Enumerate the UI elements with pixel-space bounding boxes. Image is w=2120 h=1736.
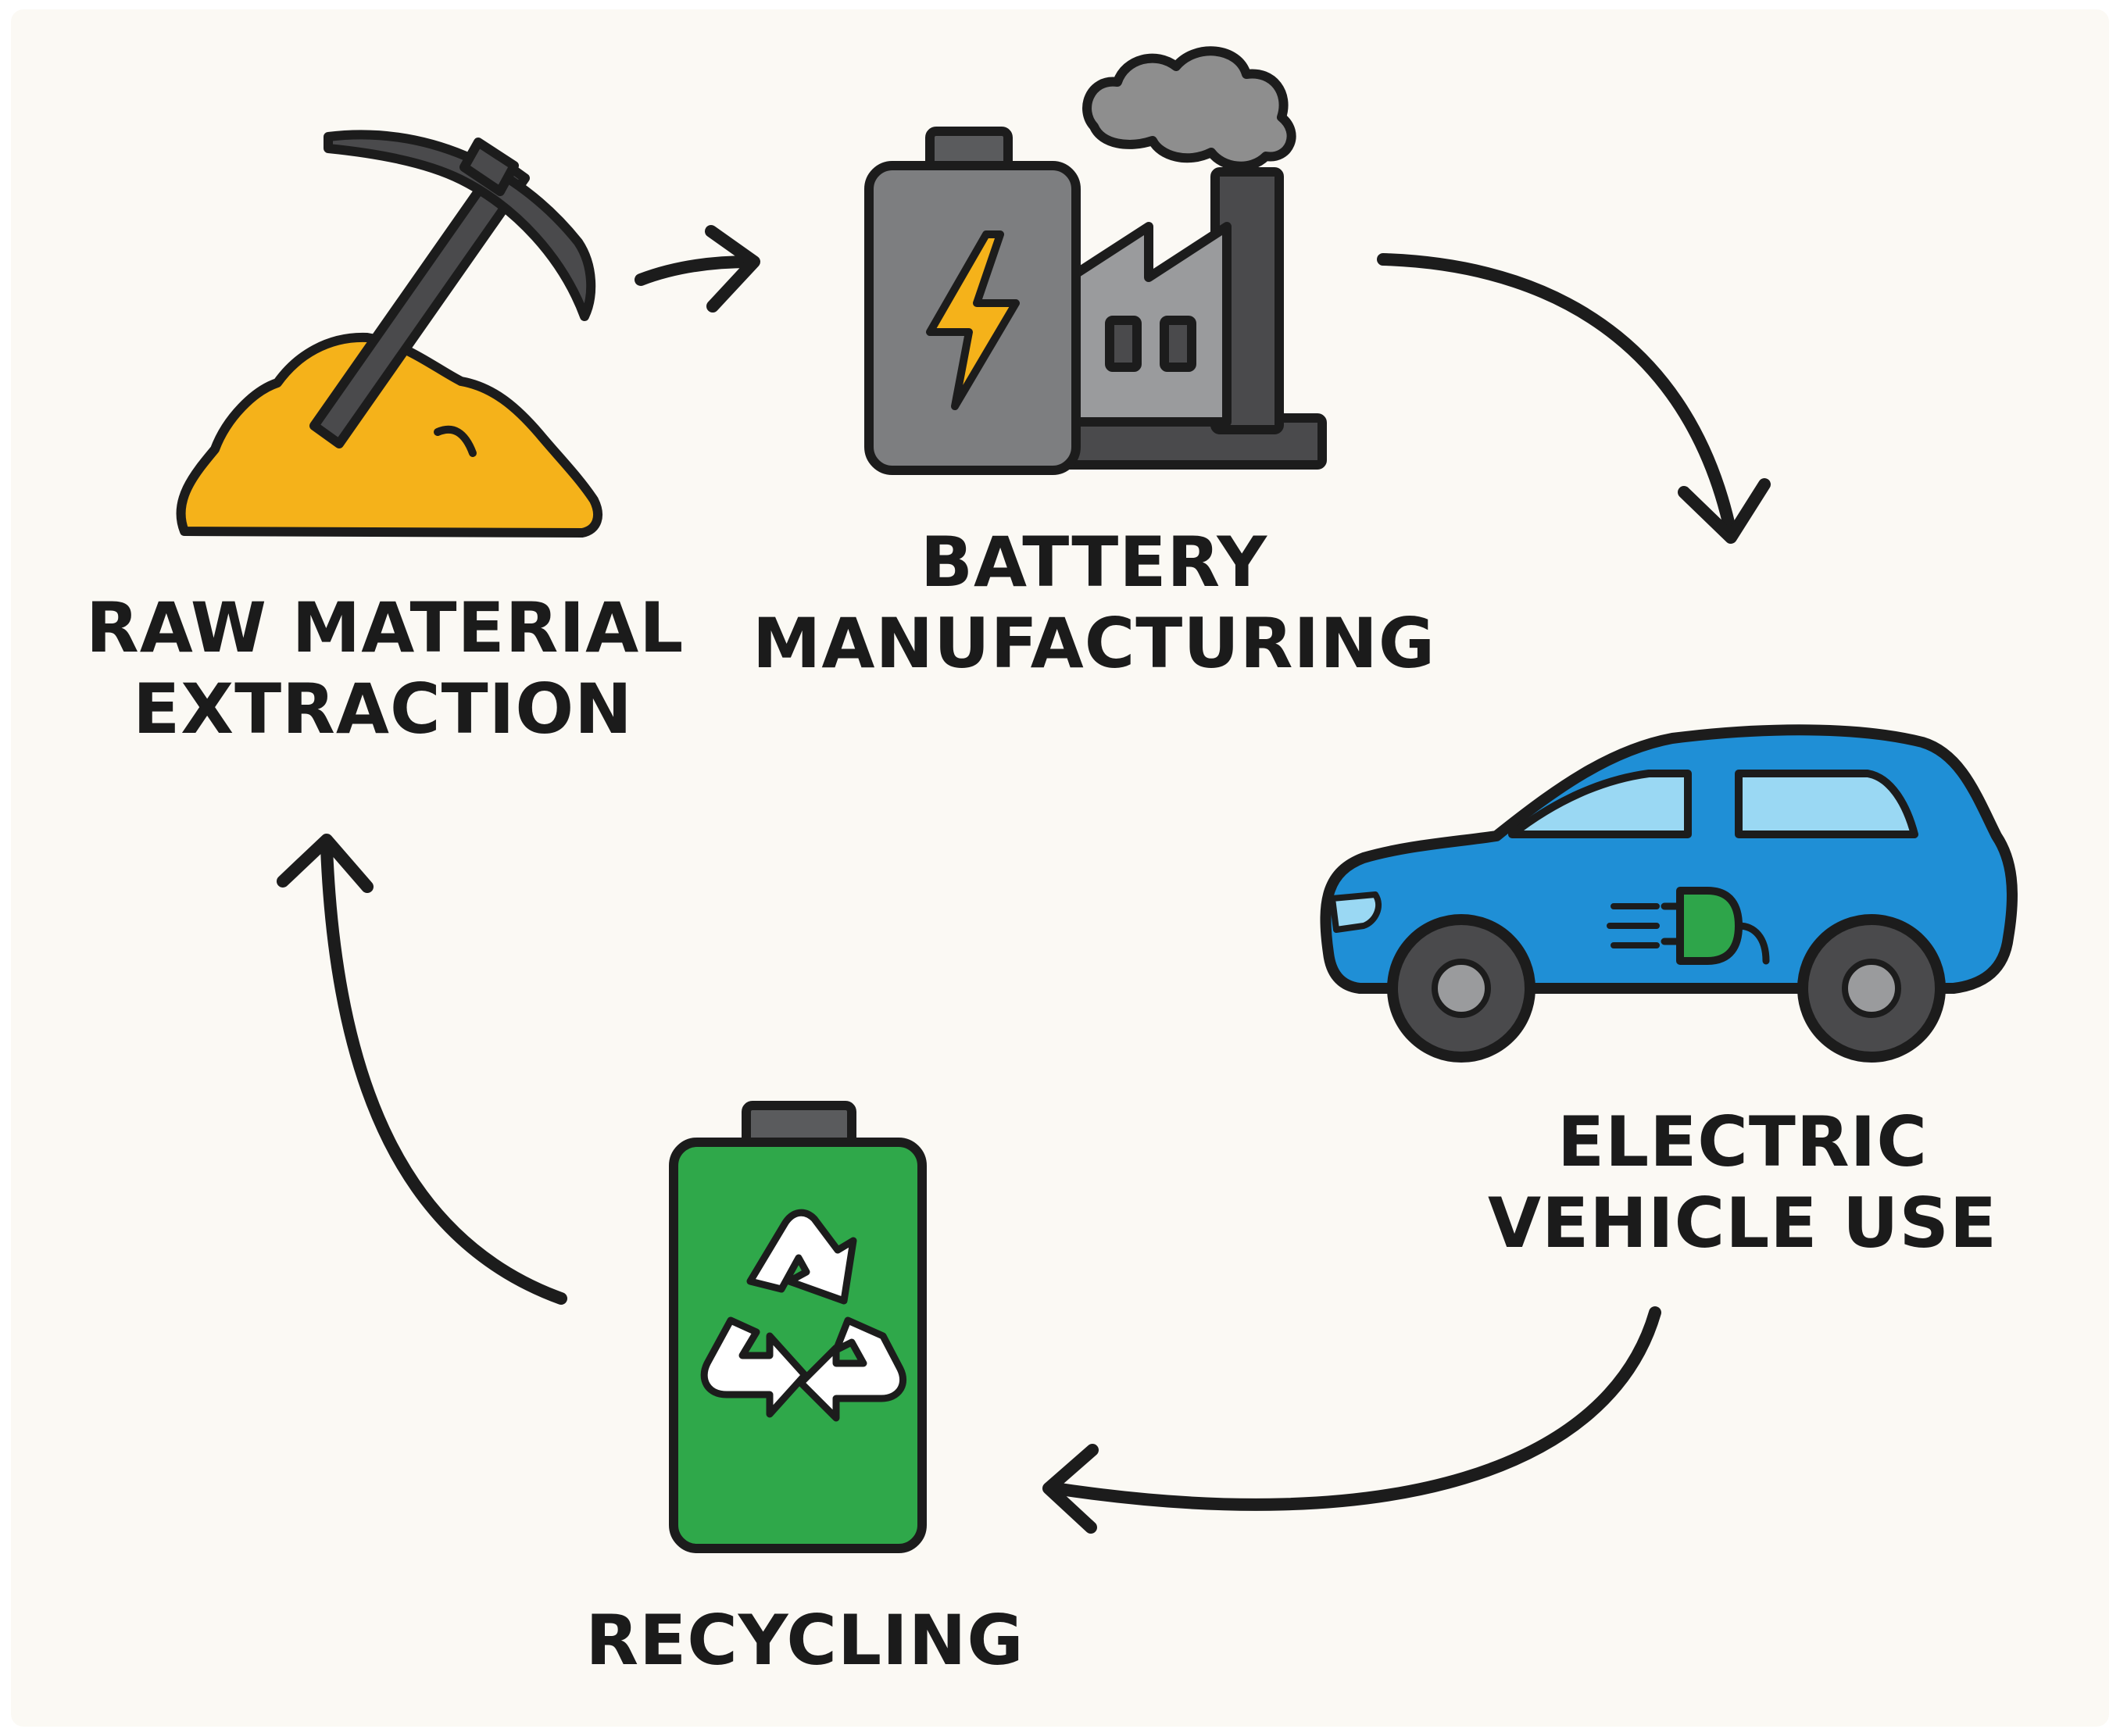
- car-rear-window: [1735, 770, 1918, 838]
- pickaxe-collar: [459, 138, 519, 196]
- stage-label-line: VEHICLE USE: [1488, 1183, 1997, 1263]
- recycle-battery-icon: [669, 1101, 927, 1553]
- electric-car-icon: [1320, 724, 2018, 1063]
- factory-window-2: [1160, 316, 1196, 372]
- flow-arrow-raw-to-battery: [635, 225, 760, 313]
- charging-plug-icon: [1607, 887, 1770, 965]
- stage-label-line: BATTERY: [920, 522, 1268, 602]
- stage-label-raw-material-extraction: RAW MATERIAL EXTRACTION: [86, 588, 685, 750]
- pickaxe-ore-pile-icon: [176, 130, 602, 538]
- ore-highlight: [434, 425, 477, 457]
- stage-label-recycling: RECYCLING: [563, 1600, 1047, 1681]
- flow-arrow-recycling-to-raw: [277, 834, 567, 1305]
- factory-building: [1060, 222, 1232, 427]
- flow-arrow-ev-to-recycling: [1042, 1306, 1661, 1534]
- factory-window-1: [1105, 316, 1142, 372]
- pickaxe-handle: [309, 155, 530, 448]
- stage-label-line: RECYCLING: [585, 1600, 1024, 1681]
- smoke-icon: [1082, 46, 1296, 171]
- stage-label-battery-manufacturing: BATTERY MANUFACTURING: [750, 522, 1438, 684]
- stage-label-line: ELECTRIC: [1557, 1102, 1928, 1182]
- stage-label-line: MANUFACTURING: [752, 603, 1436, 684]
- battery-factory-icon: [864, 46, 1327, 475]
- recycle-battery-body: [669, 1138, 927, 1553]
- car-headlight: [1329, 891, 1382, 933]
- recycle-symbol-icon: [700, 1209, 907, 1422]
- stage-label-line: EXTRACTION: [133, 669, 633, 749]
- stage-label-line: RAW MATERIAL: [86, 588, 685, 668]
- stage-label-electric-vehicle-use: ELECTRIC VEHICLE USE: [1430, 1102, 2055, 1264]
- car-windshield: [1508, 770, 1692, 838]
- lightning-bolt-icon: [926, 230, 1020, 410]
- flow-arrow-battery-to-ev: [1377, 253, 1771, 544]
